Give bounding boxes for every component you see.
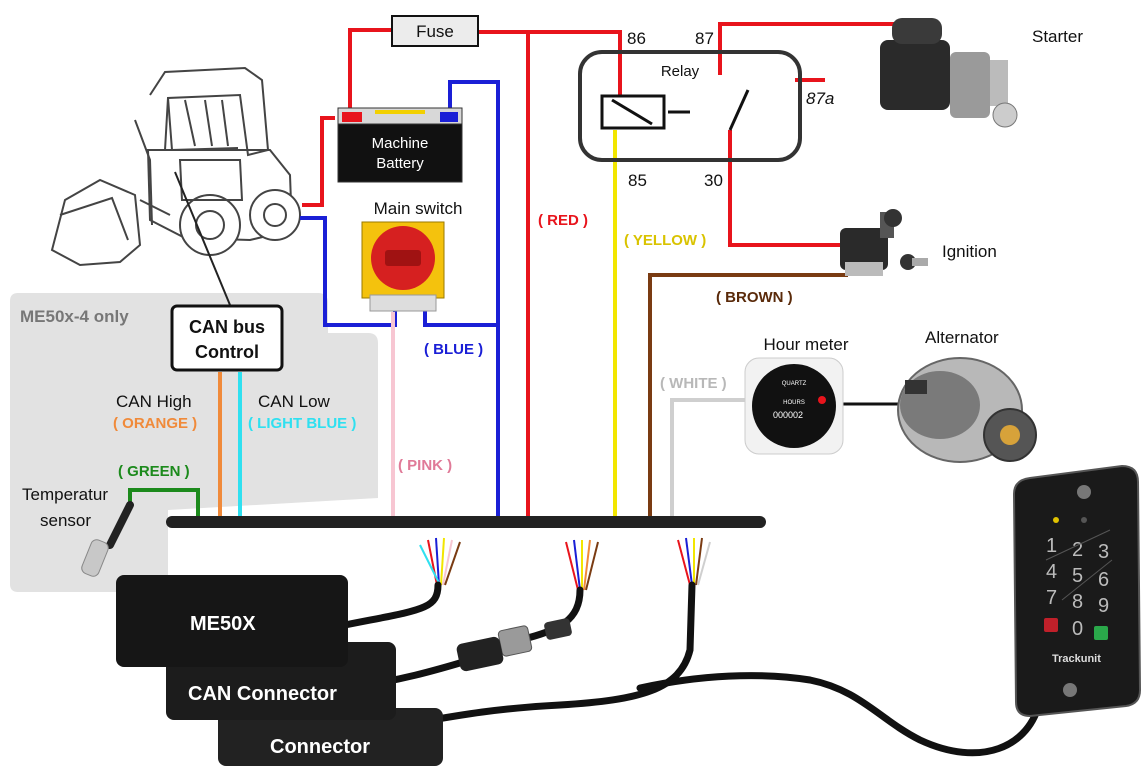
brown-wire-label: ( BROWN ) (716, 289, 793, 306)
temp-sensor-label-line1: Temperatur (22, 485, 108, 504)
harness-fan-left (419, 537, 461, 586)
can-high-label: CAN High (116, 392, 192, 411)
wire-brown (648, 273, 848, 518)
hour-meter: QUARTZ HOURS 000002 (744, 357, 844, 455)
canbus-label-line1: CAN bus (189, 317, 265, 337)
relay-switch-contact (728, 89, 750, 131)
keypad-key-2: 2 (1072, 539, 1083, 561)
relay-label: Relay (661, 63, 700, 80)
skid-steer-loader-icon (50, 66, 301, 267)
ignition-label: Ignition (942, 242, 997, 261)
connector-plug-icon (456, 618, 572, 672)
keypad-key-7: 7 (1046, 587, 1057, 609)
connector-unit (218, 708, 443, 766)
main-switch (361, 221, 445, 312)
relay-pin-87: 87 (695, 29, 714, 48)
hour-meter-face-top: QUARTZ (782, 381, 807, 387)
blue-wire-label: ( BLUE ) (424, 341, 483, 358)
can-high-wire-label: ( ORANGE ) (113, 415, 197, 432)
can-low-wire-label: ( LIGHT BLUE ) (248, 415, 356, 432)
alternator (897, 357, 1037, 463)
harness-fan-middle (565, 539, 599, 591)
green-wire-label: ( GREEN ) (118, 463, 190, 480)
main-switch-label: Main switch (374, 199, 463, 218)
trackunit-keypad: 1 2 3 4 5 6 7 8 9 0 Trackunit (1012, 464, 1142, 718)
temp-sensor-label-line2: sensor (40, 511, 91, 530)
keypad-brand-logo: Trackunit (1052, 653, 1101, 665)
relay-housing (578, 50, 802, 162)
alternator-label: Alternator (925, 328, 999, 347)
temperature-sensor-icon (81, 501, 134, 577)
harness-fan-right (677, 537, 711, 586)
black-cables (341, 581, 1044, 757)
yellow-wire-label: ( YELLOW ) (624, 232, 706, 249)
keypad-key-9: 9 (1098, 595, 1109, 617)
battery-label-line1: Machine (372, 135, 429, 152)
white-wire-label: ( WHITE ) (660, 375, 727, 392)
hour-meter-digits: 000002 (773, 410, 803, 420)
keypad-key-4: 4 (1046, 561, 1057, 583)
hour-meter-face-mid: HOURS (783, 400, 805, 406)
me50x4-only-label: ME50x-4 only (20, 307, 129, 326)
can-connector-label: CAN Connector (188, 683, 337, 705)
starter-motor (880, 18, 1018, 128)
can-low-label: CAN Low (258, 392, 331, 411)
keypad-key-5: 5 (1072, 565, 1083, 587)
me50x-label: ME50X (190, 613, 256, 635)
relay-pin-87a: 87a (806, 89, 834, 108)
wire-red (302, 22, 913, 518)
keypad-key-6: 6 (1098, 569, 1109, 591)
canbus-label-line2: Control (195, 342, 259, 362)
connector-label: Connector (270, 736, 370, 758)
starter-label: Starter (1032, 27, 1083, 46)
keypad-key-0: 0 (1072, 618, 1083, 640)
fuse-label: Fuse (416, 22, 454, 41)
fuse (391, 15, 479, 47)
wire-green (128, 488, 200, 518)
red-wire-label: ( RED ) (538, 212, 588, 229)
relay-pin-30: 30 (704, 171, 723, 190)
relay-pin-85: 85 (628, 171, 647, 190)
canbus-control-box (170, 304, 284, 372)
keypad-confirm-icon (1094, 626, 1108, 640)
me50x4-panel (10, 293, 378, 592)
pink-wire-label: ( PINK ) (398, 457, 452, 474)
ignition-switch (840, 209, 928, 276)
loader-to-canbus-pointer (174, 171, 231, 306)
keypad-key-8: 8 (1072, 591, 1083, 613)
keypad-key-1: 1 (1046, 535, 1057, 557)
keypad-cancel-icon (1044, 618, 1058, 632)
keypad-key-3: 3 (1098, 541, 1109, 563)
machine-battery (337, 107, 463, 183)
wire-white (670, 398, 752, 518)
relay-pin-86: 86 (627, 29, 646, 48)
me50x-unit (116, 575, 348, 667)
battery-label-line2: Battery (376, 155, 424, 172)
hour-meter-label: Hour meter (763, 335, 848, 354)
